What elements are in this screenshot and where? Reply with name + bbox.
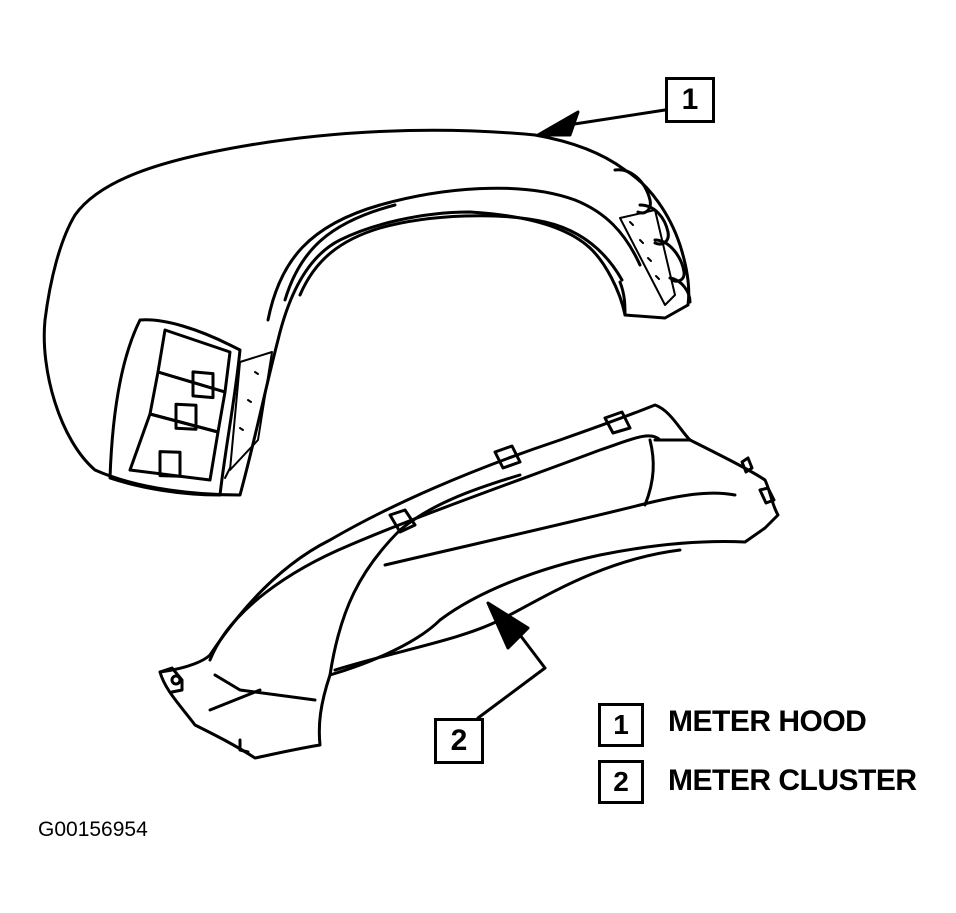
hood-leader-arrow: [538, 110, 665, 135]
callout-1-label: 1: [681, 83, 699, 116]
legend-2-label: METER CLUSTER: [668, 764, 917, 797]
callout-2-box: 2: [434, 718, 484, 764]
legend-2-box: 2: [598, 760, 644, 804]
legend-1-label: METER HOOD: [668, 705, 867, 738]
callout-1-box: 1: [665, 77, 715, 123]
callout-2-label: 2: [450, 724, 468, 757]
legend-1-box: 1: [598, 703, 644, 747]
meter-hood-drawing: [44, 130, 690, 495]
legend-2-number: 2: [613, 766, 629, 797]
figure-id: G00156954: [38, 818, 148, 841]
meter-cluster-drawing: [160, 405, 778, 758]
legend-1-number: 1: [613, 709, 629, 740]
cluster-leader-arrow: [478, 603, 545, 718]
